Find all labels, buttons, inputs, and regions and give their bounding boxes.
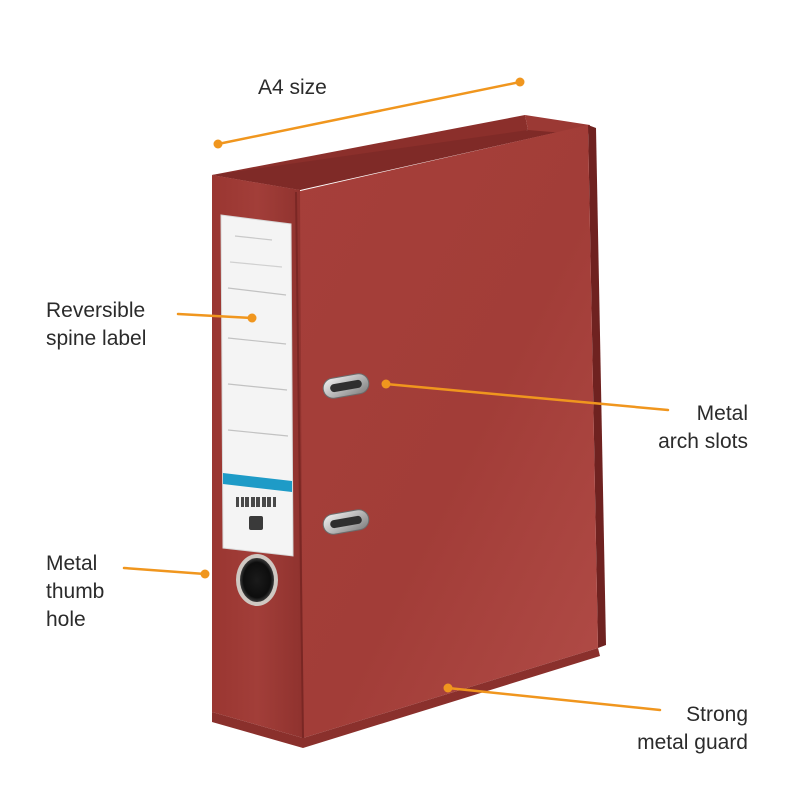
binder-top-edge	[212, 125, 590, 190]
barcode-icon	[236, 497, 276, 507]
callout-arch-slots-line-2: arch slots	[658, 430, 748, 453]
callout-guard-line-1: Strong	[686, 703, 748, 726]
leader-guard	[446, 686, 662, 712]
leader-spine-label	[176, 312, 254, 320]
leader-lines	[122, 77, 670, 712]
callout-spine-label: Reversible spine label	[46, 297, 146, 353]
callout-spine-label-line-2: spine label	[46, 327, 147, 350]
callout-thumb-hole: Metal thumb hole	[46, 550, 104, 634]
leader-arch-slots	[384, 382, 670, 412]
label-color-stripe	[223, 473, 292, 492]
logo-mark-icon	[249, 516, 263, 530]
spine-label-card	[220, 214, 294, 557]
leader-thumb-hole	[122, 566, 207, 576]
ring-hole-icon	[236, 554, 278, 606]
callout-thumb-hole-line-2: thumb	[46, 580, 105, 603]
callout-arch-slots-line-1: Metal	[696, 402, 748, 425]
callout-a4-size-line: A4 size	[258, 76, 327, 99]
callout-guard: Strong metal guard	[637, 701, 748, 757]
spine-edge-line	[295, 191, 304, 739]
binder-front-edge	[588, 125, 606, 648]
metal-slot-icon	[322, 373, 370, 535]
leader-a4	[216, 80, 522, 146]
callout-thumb-hole-line-3: hole	[46, 608, 86, 631]
callout-guard-line-2: metal guard	[637, 731, 748, 754]
callout-spine-label-line-1: Reversible	[46, 299, 146, 322]
callout-a4-size: A4 size	[258, 74, 327, 102]
callout-thumb-hole-line-1: Metal	[46, 552, 98, 575]
callout-arch-slots: Metal arch slots	[658, 400, 748, 456]
binder-front-cover	[296, 125, 598, 738]
